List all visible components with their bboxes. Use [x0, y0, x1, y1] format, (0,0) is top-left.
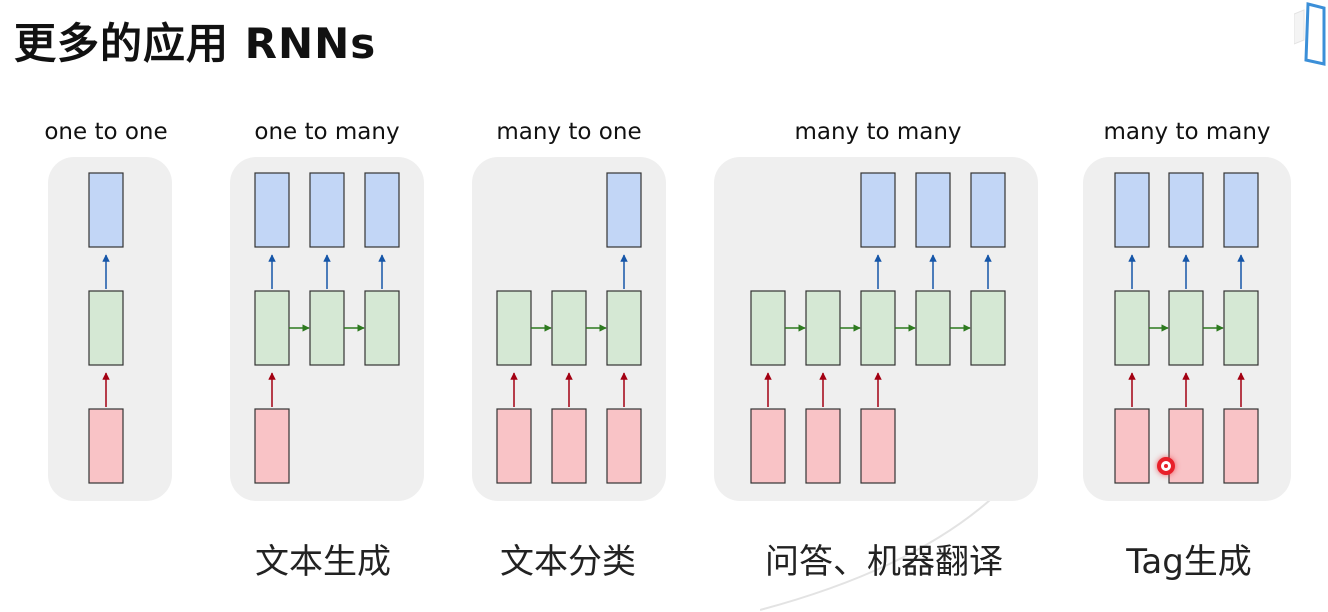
hidden-box — [309, 290, 345, 366]
hidden-box — [254, 290, 290, 366]
panel-label: one to one — [44, 119, 167, 145]
output-box — [254, 172, 290, 248]
input-box — [1168, 408, 1204, 484]
decorative-curve — [760, 500, 991, 611]
input-box — [805, 408, 841, 484]
hidden-box — [805, 290, 841, 366]
output-box — [1168, 172, 1204, 248]
hidden-box — [915, 290, 951, 366]
logo-icon — [1294, 0, 1328, 68]
hidden-box — [1223, 290, 1259, 366]
input-box — [1114, 408, 1150, 484]
hidden-box — [970, 290, 1006, 366]
output-box — [309, 172, 345, 248]
input-box — [750, 408, 786, 484]
input-box — [496, 408, 532, 484]
output-box — [1114, 172, 1150, 248]
output-box — [860, 172, 896, 248]
hidden-box — [1114, 290, 1150, 366]
caption-qa-translation: 问答、机器翻译 — [765, 542, 1003, 582]
output-box — [364, 172, 400, 248]
hidden-box — [551, 290, 587, 366]
output-box — [970, 172, 1006, 248]
output-box — [915, 172, 951, 248]
hidden-box — [88, 290, 124, 366]
hidden-box — [750, 290, 786, 366]
caption-text-classification: 文本分类 — [500, 542, 636, 582]
input-box — [88, 408, 124, 484]
input-box — [254, 408, 290, 484]
hidden-box — [496, 290, 532, 366]
output-box — [606, 172, 642, 248]
cursor-pointer — [1157, 457, 1175, 475]
slide-title: 更多的应用 RNNs — [14, 19, 377, 68]
input-box — [551, 408, 587, 484]
output-box — [88, 172, 124, 248]
caption-text-generation: 文本生成 — [255, 542, 391, 582]
hidden-box — [364, 290, 400, 366]
input-box — [606, 408, 642, 484]
caption-tag-generation: Tag生成 — [1126, 542, 1252, 582]
panel-label: many to one — [496, 119, 641, 145]
panel-label: many to many — [1103, 119, 1270, 145]
hidden-box — [1168, 290, 1204, 366]
input-box — [860, 408, 896, 484]
output-box — [1223, 172, 1259, 248]
hidden-box — [860, 290, 896, 366]
panel-label: many to many — [794, 119, 961, 145]
hidden-box — [606, 290, 642, 366]
input-box — [1223, 408, 1259, 484]
panel-label: one to many — [254, 119, 399, 145]
